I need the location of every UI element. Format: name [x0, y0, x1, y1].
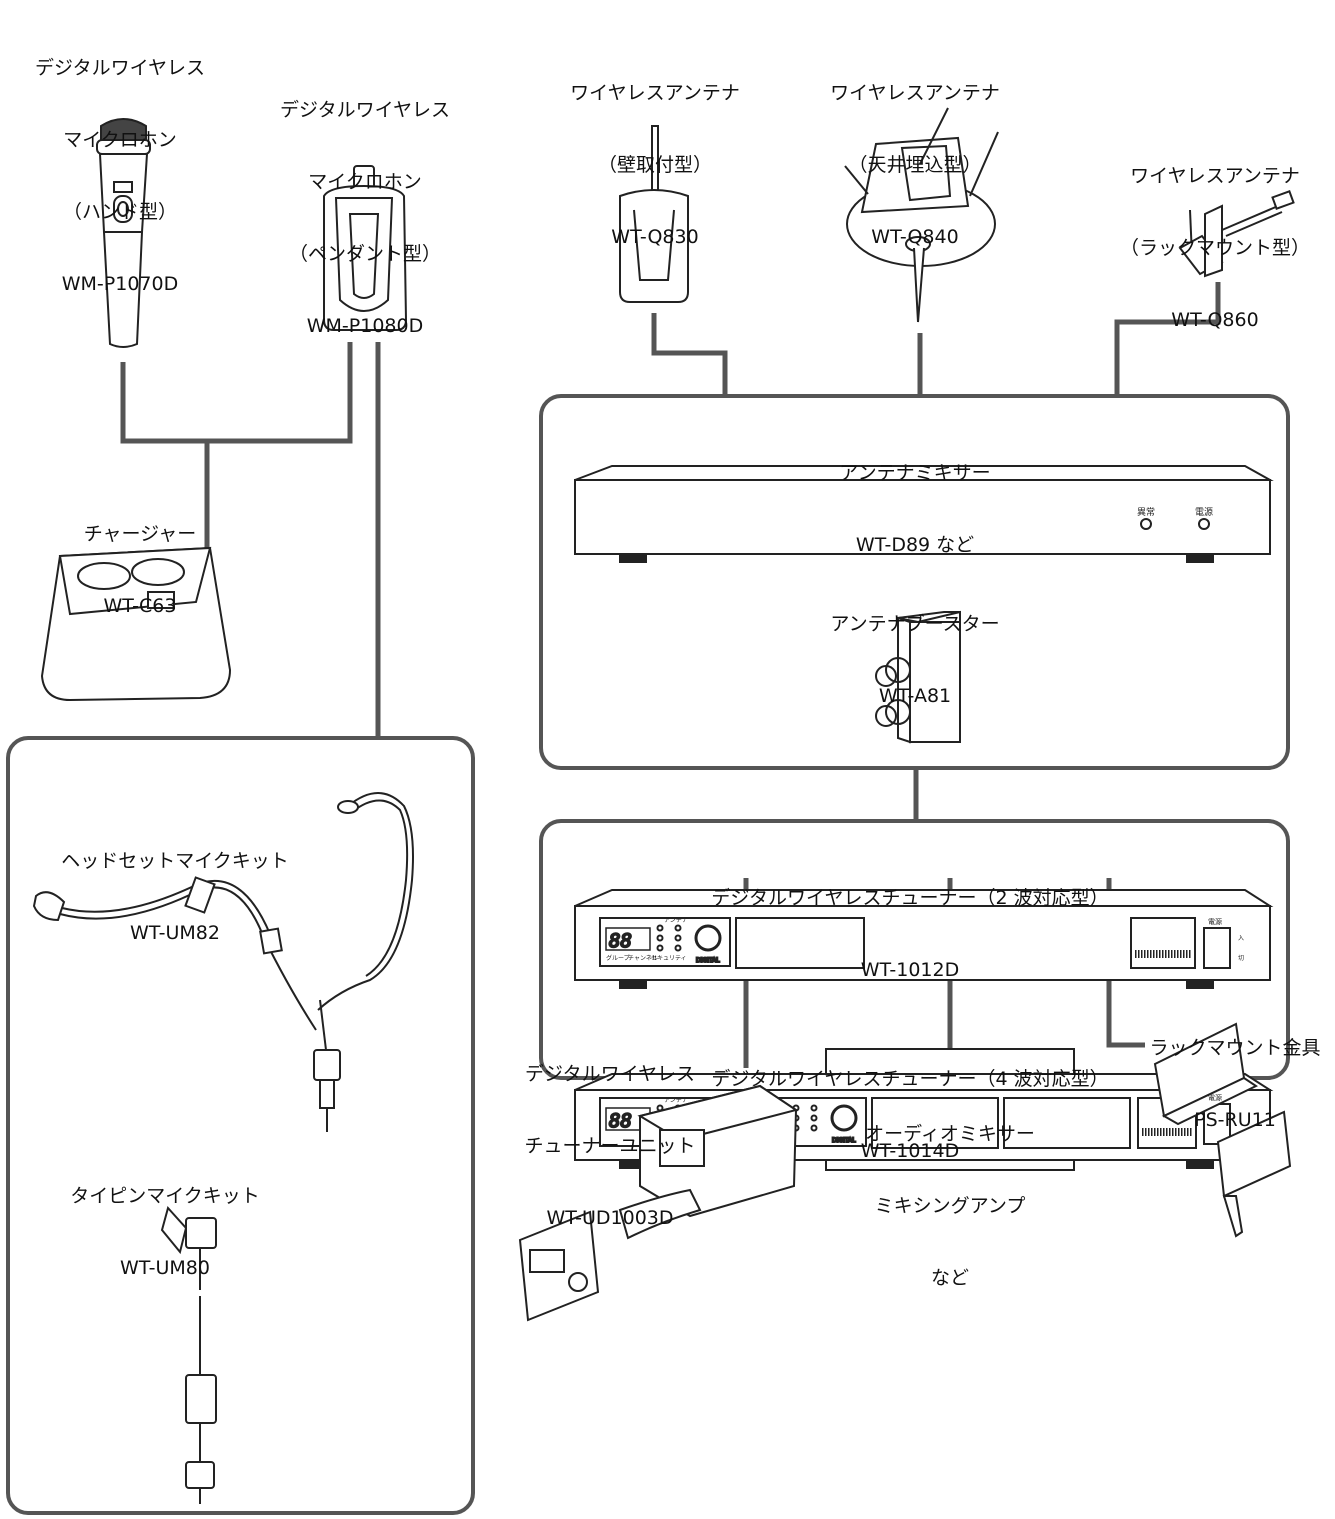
tuner-2wave-off-caption: 切 [1238, 955, 1245, 962]
indicator-error-label: 異常 [1137, 508, 1156, 518]
label-pendant-mic: デジタルワイヤレス マイクロホン （ペンダント型） WM-P1080D [279, 99, 451, 337]
label-tuner-4wave: デジタルワイヤレスチューナー（4 波対応型） WT-1014D [711, 1068, 1109, 1162]
wire-wall-antenna [651, 313, 728, 396]
label-antenna-rack: ワイヤレスアンテナ （ラックマウント型） WT-Q860 [1119, 165, 1310, 331]
wall-antenna-illustration [619, 125, 689, 303]
antenna-booster-illustration [875, 610, 961, 744]
handheld-mic-illustration [96, 118, 151, 348]
mic-kit-group-frame [6, 736, 475, 1515]
wire-rack-antenna [1114, 282, 1221, 396]
rack-bracket-illustration [1153, 1022, 1292, 1238]
tuner-2wave-illustration [574, 889, 1274, 989]
label-tiepin-kit: タイピンマイクキット WT-UM80 [70, 1185, 260, 1279]
label-antenna-booster: アンテナブースター WT-A81 [830, 613, 1000, 707]
label-antenna-ceiling: ワイヤレスアンテナ （天井埋込型） WT-Q840 [830, 82, 1000, 248]
tuner-2wave-security-caption: セキュリティ [651, 955, 687, 962]
tuner-4wave-power-caption: 電源 [1208, 1094, 1222, 1102]
tuner-2wave-power-caption: 電源 [1208, 918, 1222, 926]
rack-antenna-illustration [1178, 190, 1295, 278]
headset-kit-illustration [32, 792, 414, 1132]
label-headset-kit: ヘッドセットマイクキット WT-UM82 [61, 850, 289, 944]
antenna-group-frame [539, 394, 1290, 770]
wire-handheld-charger [120, 362, 207, 444]
label-rack-bracket: ラックマウント金具 PS-RU11 [1149, 1037, 1321, 1131]
tuner-2wave-channel-caption: チャンネル [628, 955, 658, 962]
tuner-2wave-group-caption: グループ [606, 955, 630, 962]
tuner-2wave-on-caption: 入 [1238, 935, 1245, 942]
label-antenna-wall: ワイヤレスアンテナ （壁取付型） WT-Q830 [570, 82, 740, 248]
tuner-unit-illustration [518, 1084, 799, 1322]
antenna-mixer-illustration [574, 465, 1274, 563]
label-charger: チャージャー WT-C63 [83, 523, 197, 617]
tuner-4wave-antenna-caption: アンテナ [664, 1097, 688, 1104]
wire-pendant-charger [207, 342, 353, 444]
pendant-mic-illustration [323, 165, 408, 331]
label-antenna-mixer: アンテナミキサー WT-D89 など [839, 462, 991, 556]
charger-illustration [40, 546, 232, 702]
indicator-power-label: 電源 [1195, 508, 1214, 518]
ceiling-antenna-illustration [844, 107, 999, 323]
tiepin-kit-illustration [160, 1205, 217, 1504]
label-tuner-2wave: デジタルワイヤレスチューナー（2 波対応型） WT-1012D [711, 887, 1109, 981]
tuner-2wave-antenna-caption: アンテナ [664, 917, 688, 924]
label-handheld-mic: デジタルワイヤレス マイクロホン （ハンド型） WM-P1070D [34, 57, 206, 295]
label-audio-mixer: オーディオミキサー ミキシングアンプ など [865, 1123, 1035, 1289]
label-tuner-unit: デジタルワイヤレス チューナーユニット WT-UD1003D [524, 1063, 696, 1229]
